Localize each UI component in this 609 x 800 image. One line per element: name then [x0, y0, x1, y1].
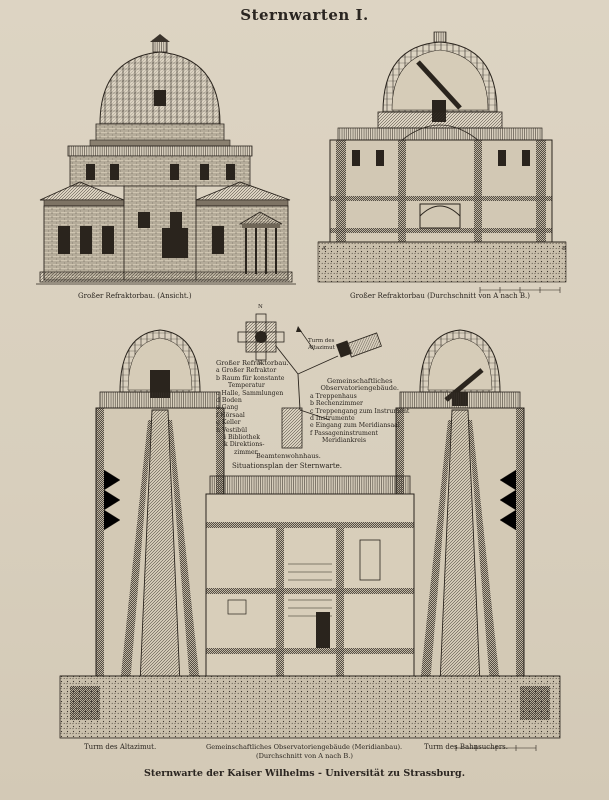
legend-item: i Bibliothek — [224, 434, 260, 442]
legend-item: d Boden — [216, 397, 242, 405]
legend-item: f Hörsaal — [216, 411, 245, 419]
caption-exterior-view: Großer Refraktorbau. (Ansicht.) — [78, 292, 192, 300]
plan-caption-situation: Situationsplan der Sternwarte. — [232, 462, 343, 470]
legend-item: c Treppengang zum Instrument — [310, 407, 410, 415]
site-plan — [237, 313, 382, 449]
plan-label-beamtenwohnhaus: Beamtenwohnhaus. — [256, 452, 321, 460]
legend-item: g Keller — [216, 419, 241, 427]
legend-item: c Halle, Sammlungen — [216, 389, 284, 397]
legend-item: Meridiankreis — [322, 437, 367, 445]
legend-observatory-heading-1: Gemeinschaftliches — [326, 377, 393, 385]
legend-item: a Treppenhaus — [310, 392, 357, 400]
plan-label-turm: Turm des — [308, 338, 335, 344]
legend-item: k Direktions- — [224, 441, 265, 449]
compass-south-label: S — [258, 360, 262, 366]
legend-item: zimmer — [234, 448, 258, 456]
legend-item: e Gang — [216, 404, 239, 412]
section-letter-b-top: B — [562, 246, 567, 252]
section-letter-a-top: A — [322, 246, 326, 252]
caption-meridian-section: (Durchschnitt von A nach B.) — [256, 752, 353, 760]
legend-item: b Rechenzimmer — [310, 400, 363, 408]
caption-meridian-building: Gemeinschaftliches Observatoriengebäude … — [206, 743, 403, 751]
legend-item: Temperatur — [228, 382, 265, 390]
refractor-exterior-view — [36, 34, 296, 285]
page-title: Sternwarten I. — [240, 6, 369, 24]
legend-item: h Vestibül — [216, 426, 248, 434]
legend-item: e Eingang zum Meridiansaal — [310, 422, 400, 430]
caption-bahnsucher-tower: Turm des Bahnsuchers. — [424, 743, 508, 751]
caption-section-view: Großer Refraktorbau (Durchschnitt von A … — [350, 292, 530, 300]
main-caption: Sternwarte der Kaiser Wilhelms - Univers… — [143, 768, 466, 779]
legend-observatory: Gemeinschaftliches Observatoriengebäude.… — [310, 377, 410, 445]
caption-altazimut-tower: Turm des Altazimut. — [84, 743, 157, 751]
legend-item: f Passageninstrument — [310, 429, 379, 437]
legend-refractor-heading: Großer Refraktorbau. — [216, 359, 289, 367]
compass-north-label: N — [258, 304, 263, 310]
plan-label-altazimut: Altazimut — [308, 345, 335, 351]
legend-observatory-heading-2: Observatoriengebäude. — [320, 384, 399, 393]
meridian-building-section — [59, 329, 561, 751]
legend-item: a Großer Refraktor — [216, 367, 277, 375]
legend-item: b Raum für konstante — [216, 374, 285, 382]
refractor-section-view — [317, 31, 567, 293]
legend-item: d Instrumente — [310, 415, 355, 423]
legend-refractor: Großer Refraktorbau. a Großer Refraktor … — [216, 359, 289, 456]
